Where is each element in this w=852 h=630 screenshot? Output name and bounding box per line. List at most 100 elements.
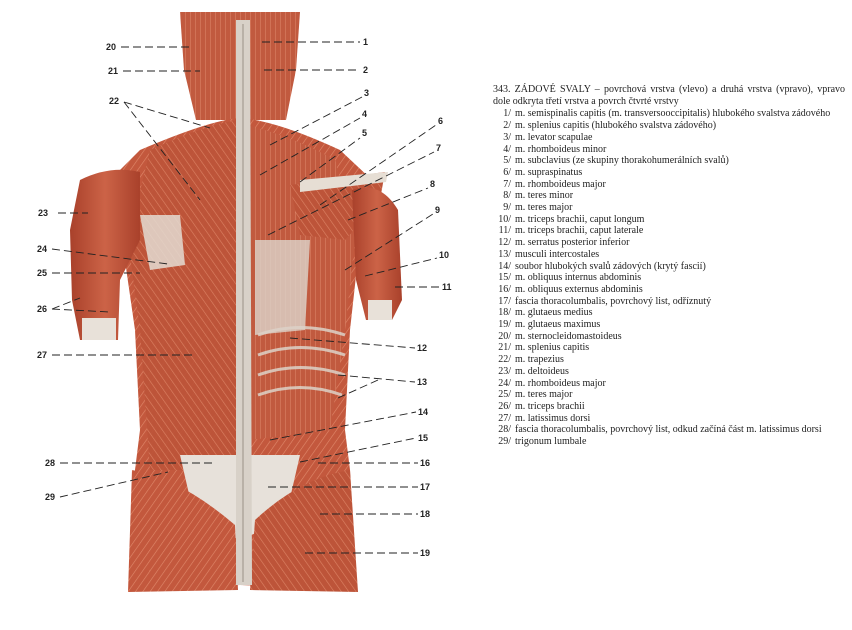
- legend-number: 19/: [498, 319, 511, 331]
- legend-item: 1/m. semispinalis capitis (m. transverso…: [493, 108, 845, 120]
- callout-12: 12: [417, 343, 428, 353]
- legend-number: 1/: [503, 108, 511, 120]
- callout-5: 5: [362, 128, 368, 138]
- legend-number: 28/: [498, 424, 511, 436]
- legend-number: 29/: [498, 436, 511, 448]
- callout-15: 15: [418, 433, 429, 443]
- legend-text: m. teres minor: [515, 190, 574, 202]
- callout-19: 19: [420, 548, 431, 558]
- legend-text: m. semispinalis capitis (m. transversooc…: [515, 108, 831, 120]
- back-muscles-drawing: [51, 12, 440, 592]
- callout-2: 2: [363, 65, 369, 75]
- legend-item: 17/fascia thoracolumbalis, povrchový lis…: [493, 296, 845, 308]
- legend-number: 17/: [498, 295, 511, 307]
- legend-number: 11/: [498, 225, 511, 237]
- legend-text: m. rhomboideus major: [515, 377, 606, 389]
- callout-24: 24: [37, 244, 48, 254]
- legend-text: m. teres major: [515, 202, 573, 214]
- callout-3: 3: [364, 88, 370, 98]
- callout-28: 28: [45, 458, 56, 468]
- legend-number: 25/: [498, 389, 511, 401]
- callout-21: 21: [108, 66, 119, 76]
- callout-20: 20: [106, 42, 117, 52]
- legend-text: trigonum lumbale: [515, 436, 587, 448]
- left-arm: [70, 169, 140, 340]
- callout-7: 7: [436, 143, 442, 153]
- legend-text: m. supraspinatus: [515, 166, 583, 178]
- legend-text: m. trapezius: [515, 354, 564, 366]
- legend-number: 16/: [498, 283, 511, 295]
- leader-lines: [51, 41, 440, 554]
- legend-item: 16/m. obliquus externus abdominis: [493, 284, 845, 296]
- left-superficial-layer: [128, 120, 238, 470]
- legend-text: fascia thoracolumbalis, povrchový list, …: [515, 295, 712, 307]
- legend-item: 10/m. triceps brachii, caput longum: [493, 214, 845, 226]
- callout-17: 17: [420, 482, 431, 492]
- legend-text: m. rhomboideus major: [515, 178, 606, 190]
- legend-text: m. sternocleidomastoideus: [515, 330, 622, 342]
- legend-number: 24/: [498, 377, 511, 389]
- legend-text: m. splenius capitis: [515, 342, 590, 354]
- callout-27: 27: [37, 350, 48, 360]
- left-arm-fascia: [82, 318, 116, 340]
- legend-number: 5/: [503, 155, 511, 167]
- caption-number: 343.: [493, 84, 511, 95]
- legend-item: 11/m. triceps brachii, caput laterale: [493, 225, 845, 237]
- legend-number: 3/: [503, 131, 511, 143]
- legend-item: 29/trigonum lumbale: [493, 436, 845, 448]
- right-arm: [352, 187, 402, 320]
- legend-item: 8/m. teres minor: [493, 190, 845, 202]
- legend-number: 10/: [498, 213, 511, 225]
- callout-13: 13: [417, 377, 428, 387]
- legend-item: 3/m. levator scapulae: [493, 132, 845, 144]
- callout-23: 23: [38, 208, 49, 218]
- legend-item: 4/m. rhomboideus minor: [493, 144, 845, 156]
- legend-item: 14/soubor hlubokých svalů zádových (kryt…: [493, 261, 845, 273]
- right-gluteal: [250, 470, 358, 592]
- legend-number: 12/: [498, 237, 511, 249]
- legend-number: 14/: [498, 260, 511, 272]
- legend-text: m. rhomboideus minor: [515, 143, 607, 155]
- legend-item: 7/m. rhomboideus major: [493, 179, 845, 191]
- legend-text: m. subclavius (ze skupiny thorakohumerál…: [515, 155, 729, 167]
- legend-text: m. glutaeus maximus: [515, 319, 601, 331]
- legend-number: 18/: [498, 307, 511, 319]
- legend-number: 7/: [503, 178, 511, 190]
- callout-11: 11: [442, 282, 452, 292]
- legend-text: m. triceps brachii: [515, 400, 585, 412]
- legend-item: 9/m. teres major: [493, 202, 845, 214]
- right-fascia-area: [255, 240, 310, 335]
- callout-4: 4: [362, 109, 368, 119]
- legend-number: 27/: [498, 412, 511, 424]
- legend-text: m. levator scapulae: [515, 131, 593, 143]
- legend-text: m. teres major: [515, 389, 573, 401]
- legend-text: m. glutaeus medius: [515, 307, 593, 319]
- legend-item: 24/m. rhomboideus major: [493, 378, 845, 390]
- legend-item: 22/m. trapezius: [493, 354, 845, 366]
- legend-text: m. splenius capitis (hlubokého svalstva …: [515, 120, 717, 132]
- legend-item: 27/m. latissimus dorsi: [493, 413, 845, 425]
- legend-number: 2/: [503, 120, 511, 132]
- legend-item: 28/fascia thoracolumbalis, povrchový lis…: [493, 424, 845, 436]
- anatomical-illustration: 1 2 3 4 5 6 7 8 9 10 11 12 13 14 15 16 1…: [37, 12, 452, 592]
- legend-text: m. obliquus externus abdominis: [515, 283, 643, 295]
- caption-heading-line: 343. ZÁDOVÉ SVALY – povrchová vrstva (vl…: [493, 84, 845, 107]
- callout-10: 10: [439, 250, 450, 260]
- legend-text: m. triceps brachii, caput longum: [515, 213, 645, 225]
- legend-item: 25/m. teres major: [493, 389, 845, 401]
- legend-item: 6/m. supraspinatus: [493, 167, 845, 179]
- legend-number: 15/: [498, 272, 511, 284]
- callout-22: 22: [109, 96, 120, 106]
- legend-text: musculi intercostales: [515, 248, 600, 260]
- legend-item: 13/musculi intercostales: [493, 249, 845, 261]
- legend-text: m. triceps brachii, caput laterale: [515, 225, 644, 237]
- callout-25: 25: [37, 268, 48, 278]
- legend-text: m. serratus posterior inferior: [515, 237, 630, 249]
- callout-8: 8: [430, 179, 436, 189]
- callout-26: 26: [37, 304, 48, 314]
- legend-item: 5/m. subclavius (ze skupiny thorakohumer…: [493, 155, 845, 167]
- legend-item: 21/m. splenius capitis: [493, 342, 845, 354]
- callout-6: 6: [438, 116, 444, 126]
- callout-18: 18: [420, 509, 431, 519]
- legend-number: 6/: [503, 166, 511, 178]
